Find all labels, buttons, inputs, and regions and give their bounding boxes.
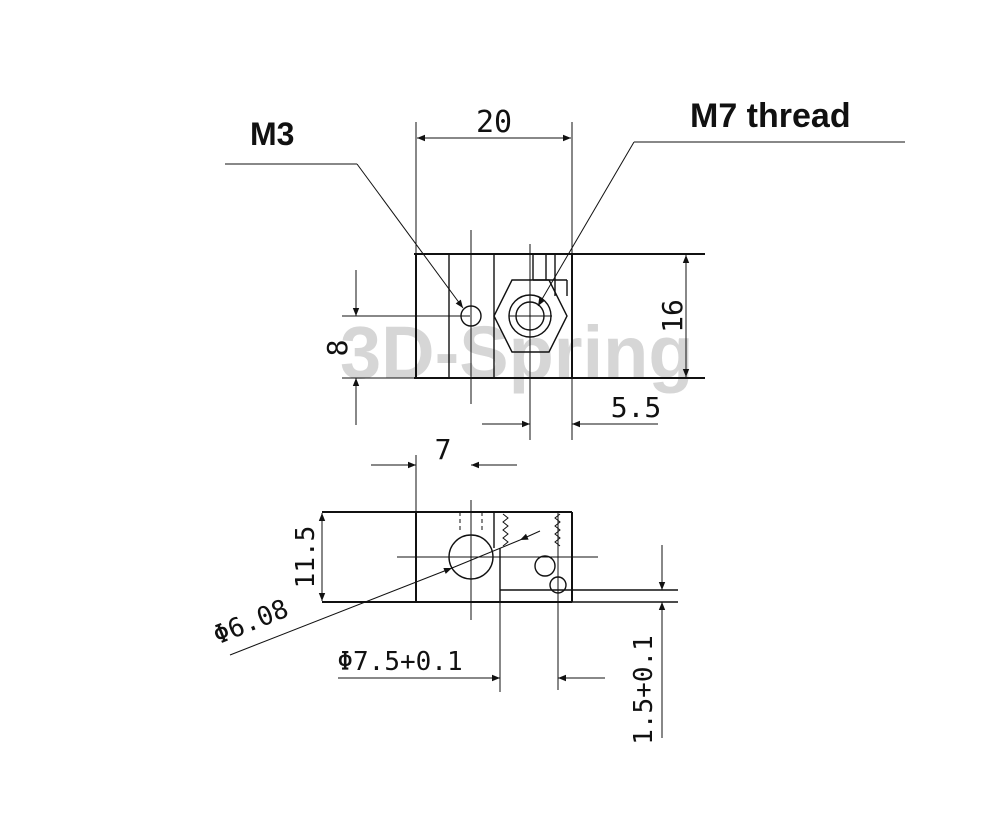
hex-nut bbox=[493, 279, 568, 353]
dim-dia-6-08: Φ6.08 bbox=[209, 594, 293, 651]
dim-depth-1-5: 1.5+0.1 bbox=[629, 635, 659, 745]
label-m7-thread: M7 thread bbox=[690, 97, 851, 135]
dim-dia-7-5: Φ7.5+0.1 bbox=[337, 647, 462, 677]
dim-height-16: 16 bbox=[656, 299, 689, 333]
small-hole-upper bbox=[534, 555, 556, 577]
side-view: 7 11.5 Φ6.08 Φ7.5+0.1 1.5+0.1 bbox=[209, 433, 678, 745]
top-view: 20 16 8 5.5 M3 M7 thread bbox=[225, 97, 905, 440]
dim-height-11-5: 11.5 bbox=[291, 526, 321, 589]
dim-offset-5-5: 5.5 bbox=[611, 391, 662, 424]
label-m3: M3 bbox=[250, 116, 294, 152]
dim-width-20: 20 bbox=[476, 105, 512, 140]
dim-width-7: 7 bbox=[435, 433, 452, 466]
dim-height-8: 8 bbox=[321, 340, 354, 357]
